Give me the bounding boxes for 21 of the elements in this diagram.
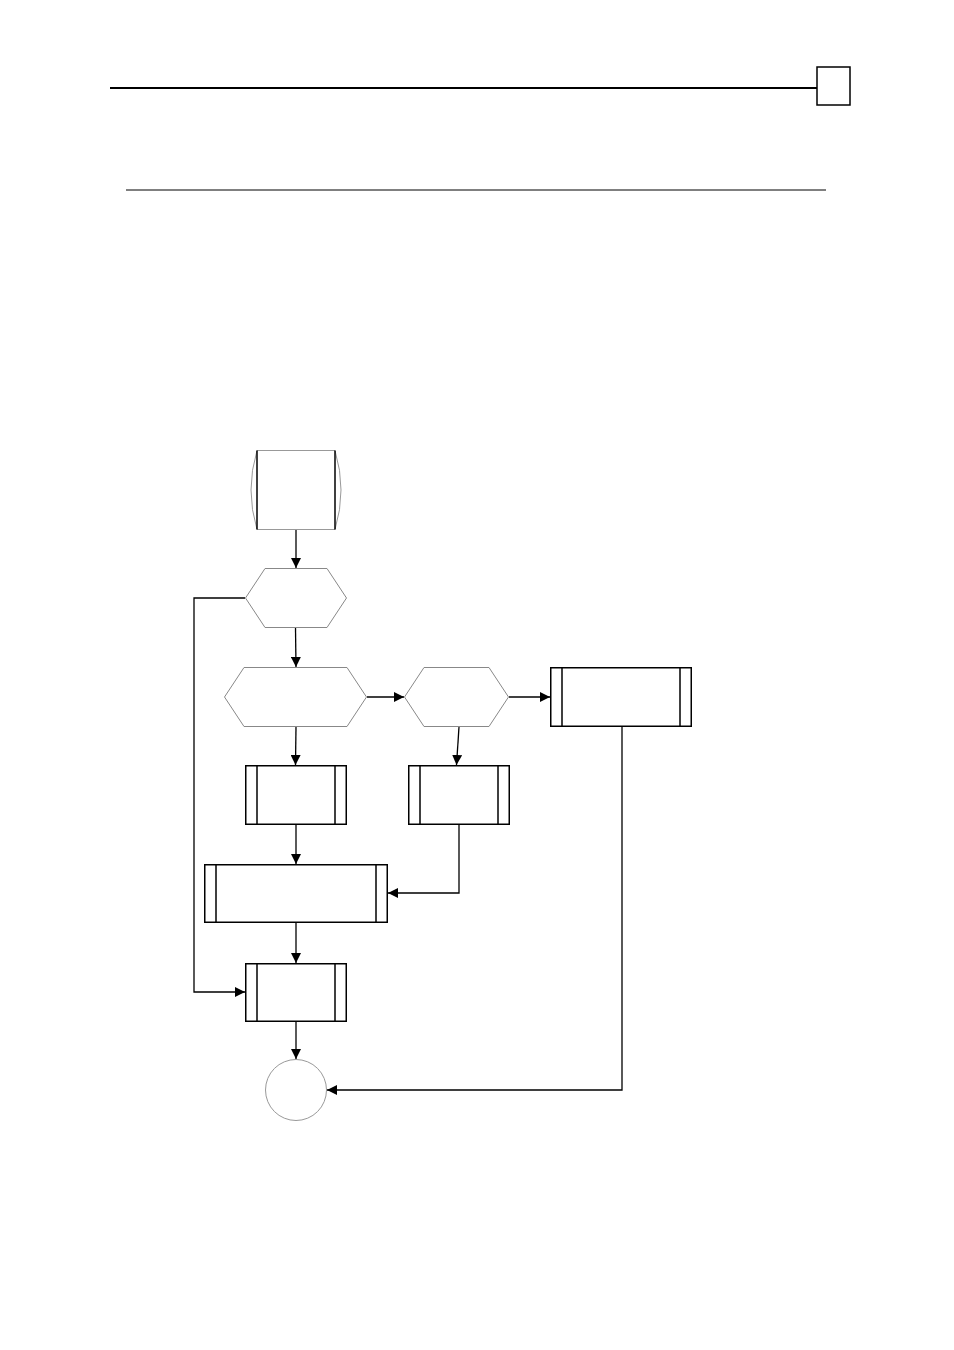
arrow [290, 627, 301, 668]
arrow [193, 597, 246, 997]
arrow [291, 824, 301, 865]
arrow [452, 726, 463, 766]
arrow [291, 1021, 301, 1060]
connector-circle [265, 1059, 327, 1121]
arrow [387, 824, 460, 898]
predefined-process-box [245, 765, 347, 825]
arrow [508, 692, 551, 702]
predefined-process-box [550, 667, 692, 727]
preparation-hexagon [404, 667, 509, 727]
preparation-hexagon [245, 568, 347, 628]
predefined-process-box [245, 963, 347, 1022]
arrow [366, 692, 405, 702]
preparation-hexagon [224, 667, 367, 727]
arrow [326, 726, 623, 1095]
predefined-process-box [204, 864, 388, 923]
arrow [291, 529, 301, 569]
predefined-process-box [408, 765, 510, 825]
arrow [291, 922, 301, 964]
arrow [290, 726, 301, 766]
